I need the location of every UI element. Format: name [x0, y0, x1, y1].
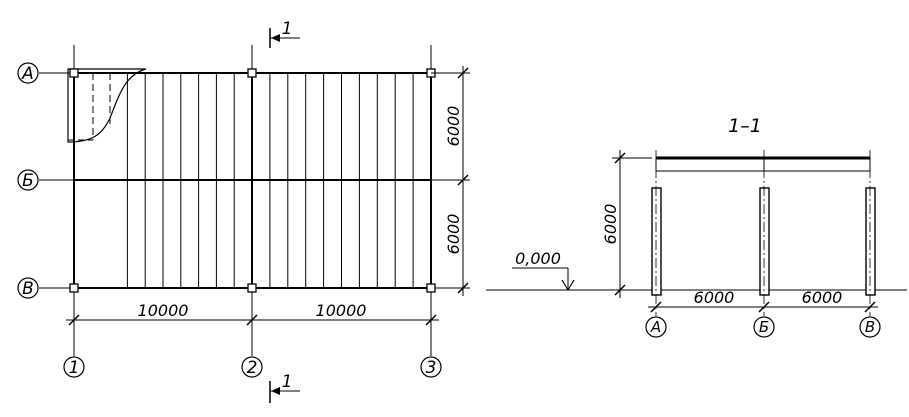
- dim-tick: [457, 67, 469, 79]
- section-title: 1–1: [728, 115, 762, 137]
- col-axis-bubble-3: [420, 356, 442, 378]
- row-axis-bubble-b: [17, 169, 39, 191]
- column-node: [426, 283, 436, 293]
- dim-tick: [68, 314, 80, 326]
- row-axis-label-b: Б: [22, 171, 34, 191]
- load-diagram: [67, 68, 147, 143]
- dim-tick: [246, 314, 258, 326]
- section-axis-label-a: А: [650, 318, 661, 336]
- plan-bay-dim-2: 6000: [444, 214, 463, 255]
- level-mark-label: 0,000: [515, 249, 561, 268]
- section-arrow-top: [271, 34, 280, 42]
- section-mark-top: 1: [282, 19, 293, 39]
- row-axis-bubble-v: [17, 277, 39, 299]
- section-axis-bubble-a: [645, 316, 667, 338]
- col-axis-label-2: 2: [247, 358, 258, 378]
- col-axis-bubble-2: [241, 356, 263, 378]
- section-column-a: [651, 187, 662, 296]
- row-axis-bubble-a: [17, 62, 39, 84]
- section-height-dim: 6000: [601, 204, 620, 245]
- section-column-v: [865, 187, 876, 296]
- col-axis-label-1: 1: [69, 358, 80, 378]
- section-view: [486, 150, 907, 338]
- row-axis-label-v: В: [22, 279, 34, 299]
- plan-view: [17, 28, 470, 403]
- col-axis-bubble-1: [63, 356, 85, 378]
- dim-tick: [457, 174, 469, 186]
- section-axis-label-b: Б: [759, 318, 769, 336]
- plan-span-dim-1: 10000: [138, 301, 189, 320]
- row-axis-label-a: А: [21, 64, 34, 84]
- section-arrow-bottom: [271, 387, 280, 395]
- col-axis-label-3: 3: [426, 358, 437, 378]
- section-mark-bottom: 1: [282, 372, 293, 392]
- section-axis-label-v: В: [865, 318, 875, 336]
- section-axis-bubble-b: [753, 316, 775, 338]
- section-span-dim-2: 6000: [802, 288, 843, 307]
- dim-tick: [457, 282, 469, 294]
- joists: [126, 73, 414, 288]
- dim-tick: [425, 314, 437, 326]
- plan-span-dim-2: 10000: [316, 301, 367, 320]
- column-node: [69, 68, 79, 78]
- column-node: [69, 283, 79, 293]
- column-node: [247, 283, 257, 293]
- section-axis-bubble-v: [859, 316, 881, 338]
- section-span-dim-1: 6000: [694, 288, 735, 307]
- plan-bay-dim-1: 6000: [444, 106, 463, 147]
- column-node: [247, 68, 257, 78]
- section-column-b: [759, 187, 770, 296]
